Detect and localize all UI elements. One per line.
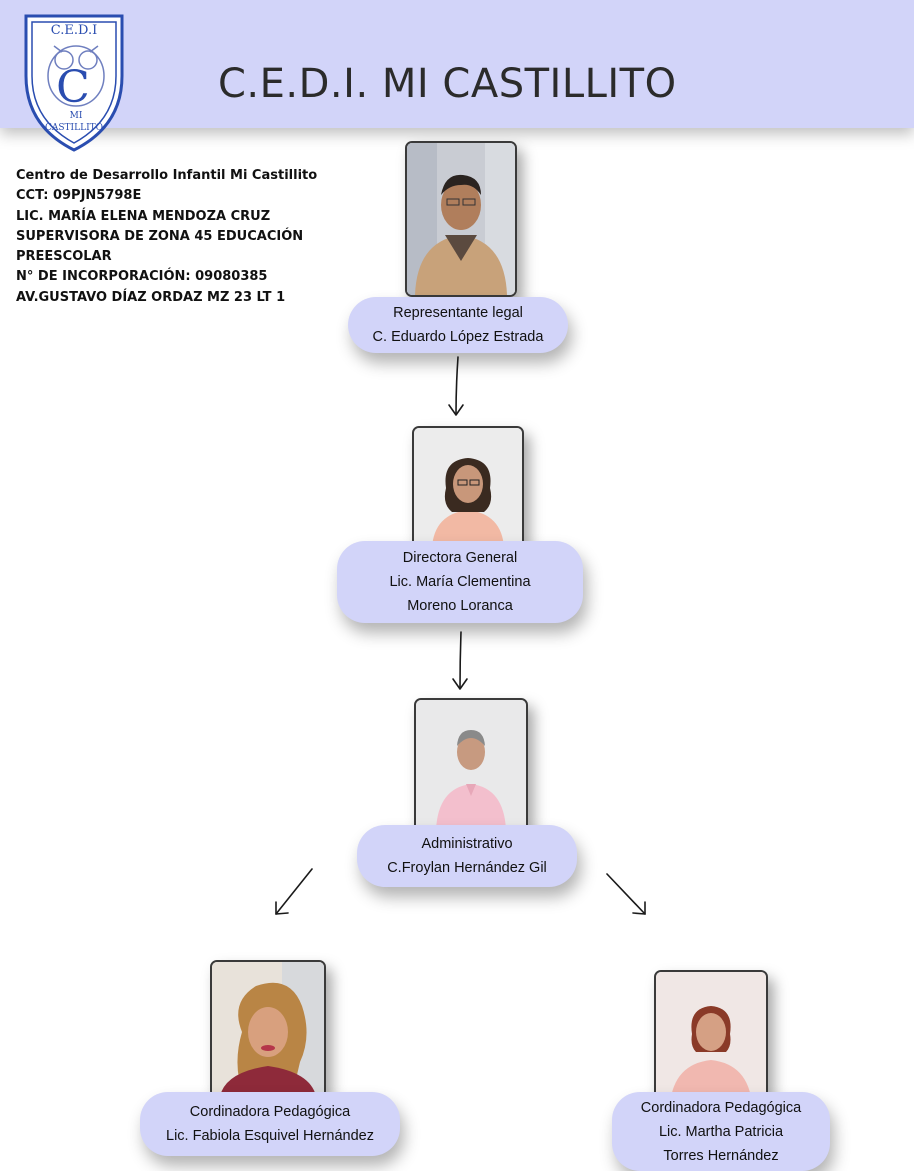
photo-coordinadora-pedagogica-right xyxy=(654,970,768,1106)
photo-coordinadora-pedagogica-left xyxy=(210,960,326,1098)
arrow-1-head xyxy=(448,404,464,416)
arrow-2 xyxy=(459,631,462,689)
person-name: C. Eduardo López Estrada xyxy=(372,329,544,345)
page-title: C.E.D.I. MI CASTILLITO xyxy=(218,61,677,107)
role-title: Administrativo xyxy=(421,836,513,852)
person-name: Lic. Fabiola Esquivel Hernández xyxy=(166,1128,374,1144)
info-line: AV.GUSTAVO DÍAZ ORDAZ MZ 23 LT 1 xyxy=(16,289,286,305)
arrow-1 xyxy=(455,356,459,415)
logo-bottom-line1: MI xyxy=(70,111,83,121)
logo-bottom-line2: CASTILLITO xyxy=(45,123,103,133)
info-line: CCT: 09PJN5798E xyxy=(16,188,142,204)
institution-info: Centro de Desarrollo Infantil Mi Castill… xyxy=(16,166,356,308)
role-card-directora-general: Directora General Lic. María Clementina … xyxy=(337,541,583,623)
role-title: Directora General xyxy=(402,550,518,566)
person-name: Lic. Martha Patricia xyxy=(658,1123,784,1140)
arrow-3-head xyxy=(275,901,289,915)
arrow-4-head xyxy=(632,901,646,915)
logo-top-text: C.E.D.I xyxy=(51,23,97,38)
role-card-administrativo: Administrativo C.Froylan Hernández Gil xyxy=(357,825,577,887)
info-line: Centro de Desarrollo Infantil Mi Castill… xyxy=(16,168,318,183)
arrow-4 xyxy=(606,873,646,915)
role-title: Representante legal xyxy=(393,305,523,321)
person-name: C.Froylan Hernández Gil xyxy=(387,860,547,876)
header-banner xyxy=(0,0,914,128)
photo-representante-legal xyxy=(405,141,517,297)
arrow-3 xyxy=(275,868,313,915)
photo-administrativo xyxy=(414,698,528,832)
info-line: PREESCOLAR xyxy=(16,249,112,265)
role-title: Cordinadora Pedagógica xyxy=(189,1104,351,1120)
person-name: Torres Hernández xyxy=(663,1147,779,1164)
photo-directora-general xyxy=(412,426,524,550)
info-line: LIC. MARÍA ELENA MENDOZA CRUZ xyxy=(16,208,271,224)
logo-initial: C xyxy=(56,62,90,113)
arrow-2-head xyxy=(452,678,468,690)
role-card-coordinadora-pedagogica-right: Cordinadora Pedagógica Lic. Martha Patri… xyxy=(612,1092,830,1171)
info-line: N° DE INCORPORACIÓN: 09080385 xyxy=(16,269,268,285)
role-card-representante-legal: Representante legal C. Eduardo López Est… xyxy=(348,297,568,353)
role-card-coordinadora-pedagogica-left: Cordinadora Pedagógica Lic. Fabiola Esqu… xyxy=(140,1092,400,1156)
person-name: Moreno Loranca xyxy=(407,598,513,614)
person-name: Lic. María Clementina xyxy=(389,574,531,590)
info-line: SUPERVISORA DE ZONA 45 EDUCACIÓN xyxy=(16,228,304,244)
role-title: Cordinadora Pedagógica xyxy=(640,1099,802,1116)
owl-shield-logo-icon: C.E.D.I C MI CASTILLITO xyxy=(18,6,130,154)
